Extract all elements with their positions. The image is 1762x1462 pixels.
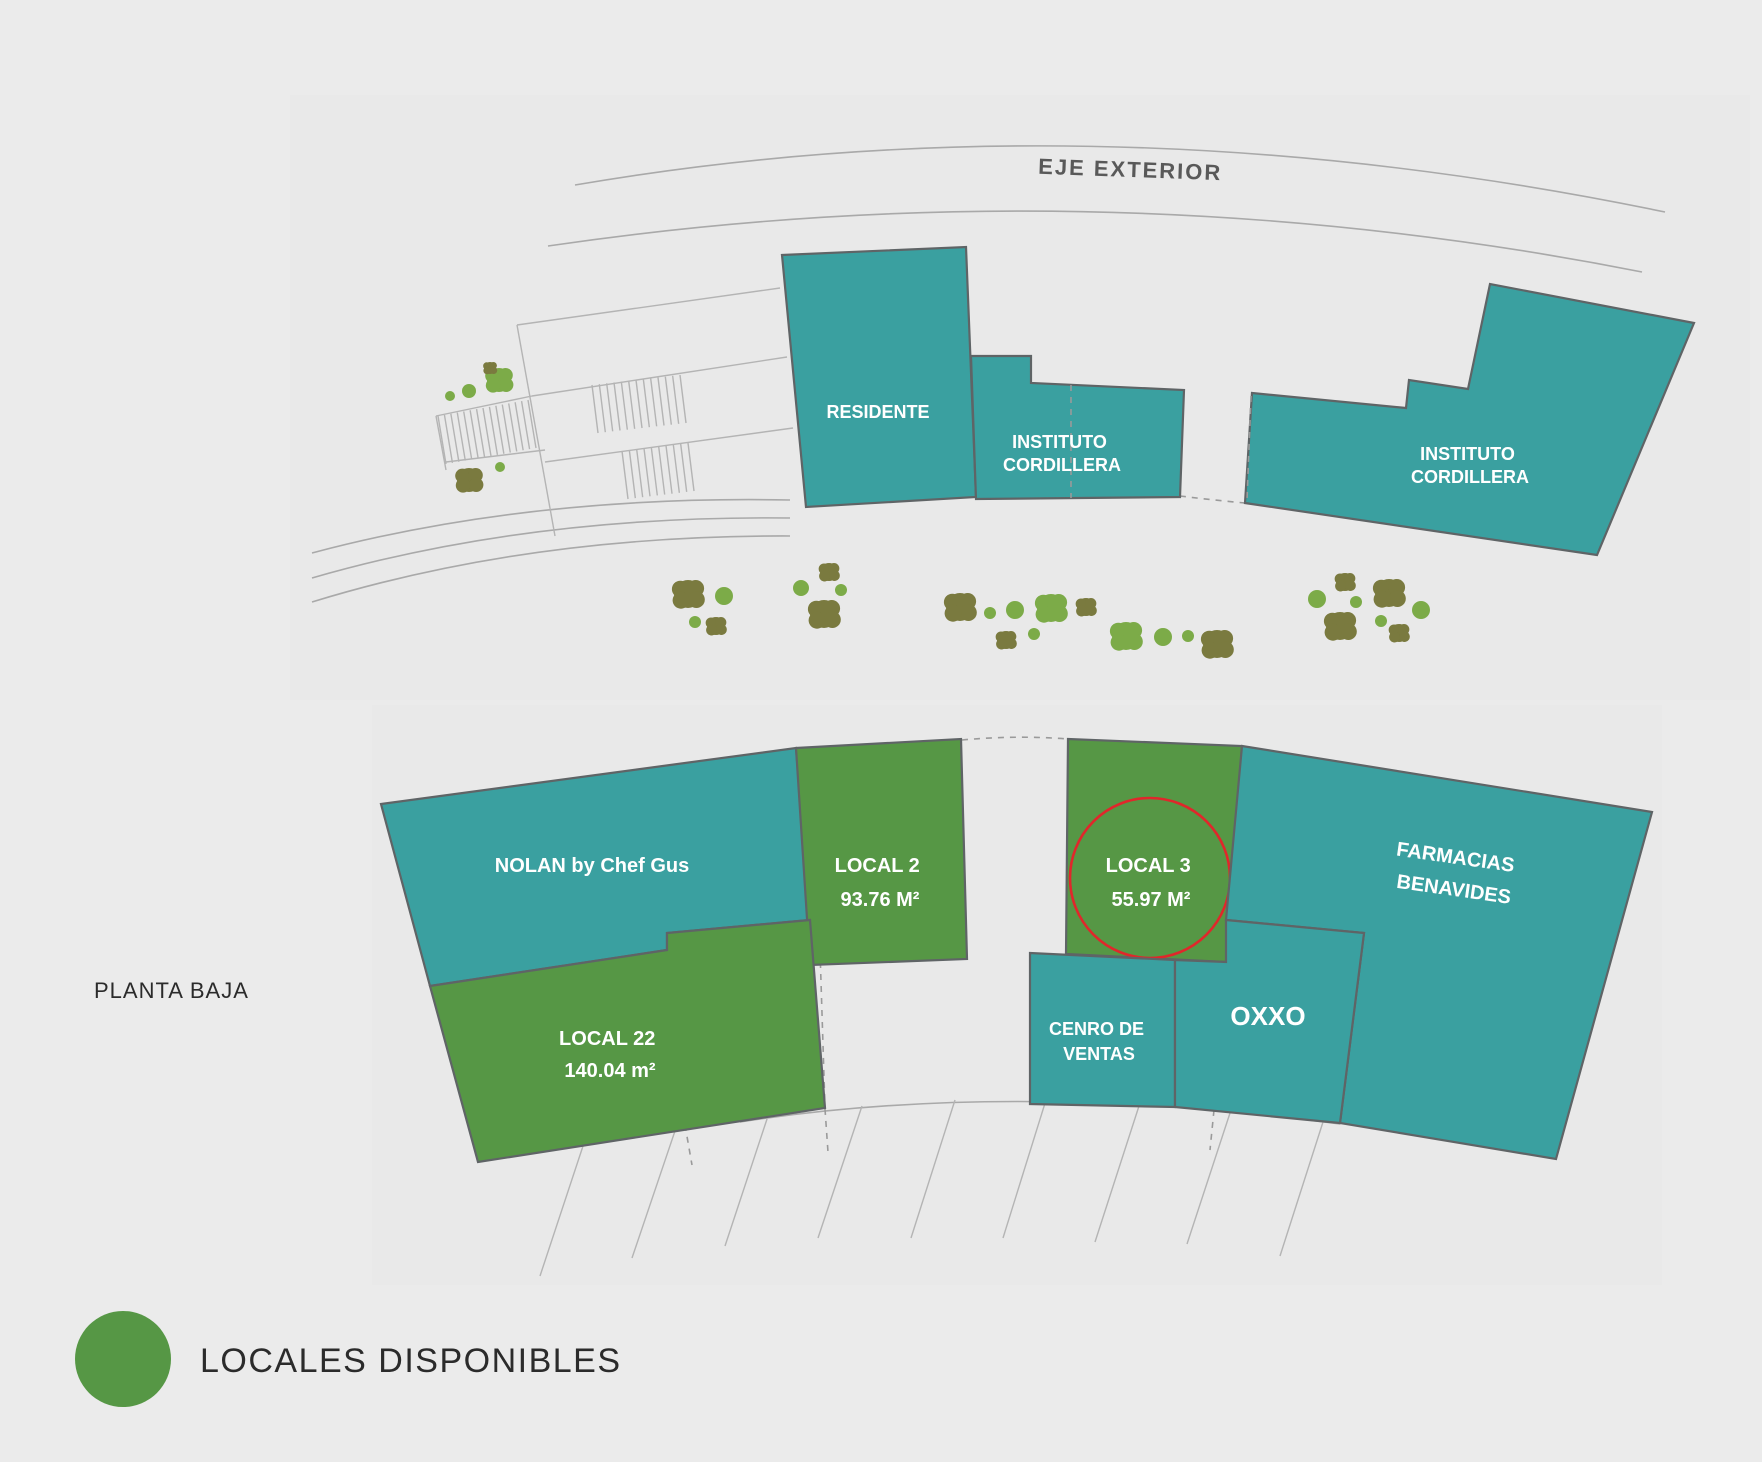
unit-label: INSTITUTO CORDILLERA [1411,444,1529,487]
tree [1323,612,1357,641]
unit-label: OXXO [1230,1001,1305,1031]
tree [1109,622,1143,651]
inner-street-lines [311,498,791,603]
parking-structure [435,287,794,537]
shrub [793,580,809,596]
unit-label: LOCAL 22 140.04 m² [559,1028,661,1082]
tree [455,468,484,493]
legend-label: LOCALES DISPONIBLES [200,1342,622,1380]
unit-oxxo[interactable]: OXXO [1173,918,1366,1125]
unit-cenro-de-ventas[interactable]: CENRO DE VENTAS [1028,951,1177,1109]
unit-label: NOLAN by Chef Gus [495,855,689,877]
shrub [835,584,847,596]
tree [671,580,705,609]
unit-label: RESIDENTE [826,402,929,422]
shrub [1028,628,1040,640]
shrub [984,607,996,619]
shrub [495,462,505,472]
tree [995,631,1017,650]
tree [1034,594,1068,623]
unit-label: LOCAL 2 93.76 M² [835,855,926,911]
shrub [715,587,733,605]
unit-farmacias-benavides[interactable]: FARMACIAS BENAVIDES [1224,744,1654,1161]
unit-label: INSTITUTO CORDILLERA [1003,432,1121,475]
tree [485,368,514,393]
tree [1200,630,1234,659]
unit-label: CENRO DE VENTAS [1049,1019,1149,1064]
shrub [1375,615,1387,627]
shrub [689,616,701,628]
trees [445,362,1430,659]
tree [1388,624,1410,643]
shrub [1350,596,1362,608]
upper-unit-instituto-cordillera-1[interactable]: INSTITUTO CORDILLERA [969,354,1186,501]
tree [1075,598,1097,617]
shrub [445,391,455,401]
shrub [1308,590,1326,608]
shrub [462,384,476,398]
tree [705,617,727,636]
tree [483,362,498,375]
unit-local-3[interactable]: LOCAL 3 55.97 M² [1064,737,1244,964]
shrub [1154,628,1172,646]
unit-local-2[interactable]: LOCAL 2 93.76 M² [794,737,969,967]
upper-unit-instituto-cordillera-2[interactable]: INSTITUTO CORDILLERA [1243,282,1696,557]
tree [807,600,841,629]
tree [818,563,840,582]
floor-label: PLANTA BAJA [94,978,249,1003]
tree [1372,579,1406,608]
tree [943,593,977,622]
upper-unit-residente[interactable]: RESIDENTE [780,245,978,509]
shrub [1006,601,1024,619]
legend-swatch [75,1311,171,1407]
legend: LOCALES DISPONIBLES [75,1311,622,1407]
tree [1334,573,1356,592]
shrub [1412,601,1430,619]
unit-local-22[interactable]: LOCAL 22 140.04 m² [428,918,827,1164]
unit-label: LOCAL 3 55.97 M² [1106,855,1197,911]
lower-walkway-dash [961,736,1069,741]
shrub [1182,630,1194,642]
